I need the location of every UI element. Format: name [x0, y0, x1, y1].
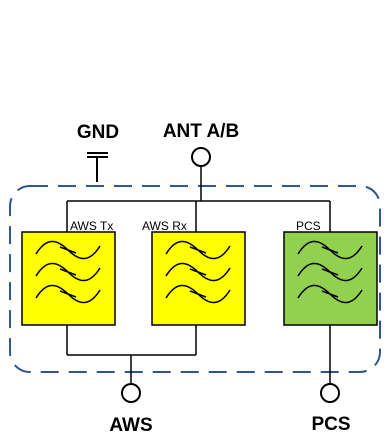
filter-aws-tx-box: [21, 231, 116, 326]
ant-label: ANT A/B: [163, 121, 239, 142]
pcs-port-icon[interactable]: [320, 383, 340, 403]
top-bus: [66, 166, 331, 232]
module-boundary: [9, 185, 381, 373]
bottom-bus: [66, 325, 331, 384]
filter-pcs: PCS: [283, 219, 378, 326]
filter-aws-rx: AWS Rx: [142, 219, 246, 326]
aws-port-label: AWS: [109, 415, 152, 435]
filter-wave-icon: [297, 240, 363, 304]
aws-port-icon[interactable]: [121, 383, 141, 403]
filter-aws-tx: AWS Tx: [21, 219, 116, 326]
filter-aws-tx-label: AWS Tx: [70, 219, 113, 233]
filter-aws-rx-box: [151, 231, 246, 326]
filter-pcs-label: PCS: [296, 219, 321, 233]
gnd-label: GND: [77, 122, 119, 143]
ground-icon: [87, 152, 108, 182]
filter-aws-rx-label: AWS Rx: [142, 219, 187, 233]
pcs-port-label: PCS: [311, 414, 350, 435]
ant-port-icon[interactable]: [191, 147, 211, 167]
filter-pcs-box: [283, 231, 378, 326]
filter-wave-icon: [165, 240, 231, 304]
filter-wave-icon: [35, 240, 101, 304]
